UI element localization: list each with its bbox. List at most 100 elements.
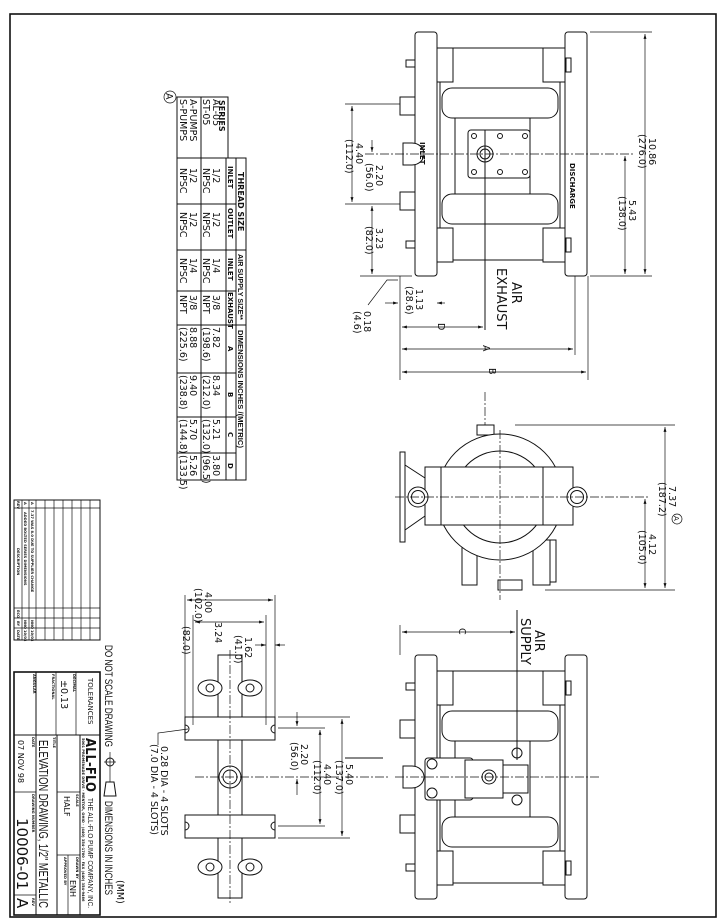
by-header: BY xyxy=(16,621,20,627)
table-cell-c: 5.21 xyxy=(210,419,221,440)
rev-by: NNO xyxy=(30,620,34,629)
discharge-label: DISCHARGE xyxy=(568,163,576,209)
rev-value: A xyxy=(23,502,27,505)
dim-base-width-metric: (102.0) xyxy=(192,588,203,623)
header-outlet: OUTLET xyxy=(226,208,234,239)
dim-foot-span-metric: (112.0) xyxy=(311,760,322,795)
eco-header: ECO xyxy=(16,610,20,618)
dim-center-height-metric: (105.0) xyxy=(636,530,647,565)
side-elevation-view: 7.37 (187.2) A 4.12 (105.0) xyxy=(395,392,683,600)
header-inlet: INLET xyxy=(226,166,234,189)
table-cell-b: (238.8) xyxy=(177,375,188,410)
dim-half-width: 1.62 xyxy=(242,637,253,658)
rev-value: A xyxy=(30,502,34,505)
company-address: 5001 PROMENADE DRIVE · MENTOR, OHIO · (4… xyxy=(81,738,85,902)
table-cell-exhaust: 3/8 xyxy=(210,295,221,310)
table-cell-a: (198.6) xyxy=(200,327,211,362)
table-cell-exhaust: 3/8 xyxy=(187,295,198,310)
dim-gap-metric: (4.6) xyxy=(351,311,362,334)
dim-slot-span-metric: (82.0) xyxy=(180,626,191,655)
table-cell-series: S-PUMPS xyxy=(177,99,188,141)
header-series: SERIES xyxy=(217,100,226,132)
diaphragm-chamber xyxy=(441,193,559,225)
drawn-by-label: DRAWN BY xyxy=(75,857,79,879)
slots-note: 0.28 DIA - 4 SLOTS xyxy=(158,746,169,836)
dim-half: 5.43 xyxy=(626,200,637,221)
header-a: A xyxy=(226,346,234,352)
table-cell-inlet: 1/2 xyxy=(210,168,221,183)
drawing-number-label: DRAWING NUMBER xyxy=(31,794,35,833)
drawn-by-value: ENH xyxy=(68,880,77,897)
table-cell-exhaust: NPT xyxy=(200,295,211,314)
date-header: DATE xyxy=(16,630,20,641)
dim-slot-span: 3.24 xyxy=(212,622,223,643)
do-not-scale-note: DO NOT SCALE DRAWING xyxy=(102,645,114,747)
table-cell-series: ST-05 xyxy=(200,99,211,125)
table-cell-series: AL-05 xyxy=(210,99,221,126)
table-cell-b: 8.34 xyxy=(210,375,221,396)
rev-marker-circle-icon xyxy=(671,513,683,525)
diaphragm-chamber xyxy=(441,87,559,119)
header-exhaust: EXHAUST xyxy=(226,292,234,329)
table-cell-inlet: 1/2 xyxy=(187,168,198,183)
drawing-date: 07 NOV 98 xyxy=(16,740,25,783)
top-view-center-plate xyxy=(467,129,531,179)
header-c: C xyxy=(226,432,234,437)
table-cell-b: (212.0) xyxy=(200,375,211,410)
table-cell-inlet: NPSC xyxy=(177,168,188,194)
header-thread-size: THREAD SIZE xyxy=(236,172,245,231)
dim-b: B xyxy=(486,368,497,375)
title-label: TITLE xyxy=(52,737,56,749)
dim-half-metric: (138.0) xyxy=(616,196,627,231)
inlet-label: INLET xyxy=(418,142,426,165)
rev-description: 7.37 WAS 8.0 DUE TO SUPPLIER CHANGE xyxy=(30,510,34,593)
top-view-dimensions xyxy=(345,31,652,380)
drawing-number: 10006-01 xyxy=(13,818,31,890)
title-block: TOLERANCES DECIMAL ±0.13 FRACTIONAL ANGU… xyxy=(13,671,101,916)
sheet-border xyxy=(9,13,717,918)
dim-inlet-span: 4.40 xyxy=(353,143,364,164)
air-exhaust-label: EXHAUST xyxy=(493,268,508,330)
decimal-label: DECIMAL xyxy=(72,674,76,693)
rev-by: NNO xyxy=(23,620,27,629)
table-cell-air-inlet: 1/4 xyxy=(210,258,221,273)
rev-marker: A xyxy=(672,516,680,521)
drawing-title: ELEVATION DRAWING, 1/2" METALLIC xyxy=(36,740,51,908)
rev-header: REV xyxy=(16,501,20,509)
table-cell-series: A-PUMPS xyxy=(187,99,198,141)
rev-label: REV xyxy=(31,898,35,906)
dim-overall: 10.86 xyxy=(646,138,657,165)
dim-base-width: 4.00 xyxy=(202,592,213,613)
company-name: THE ALL-FLO PUMP COMPANY, INC. xyxy=(86,798,93,908)
date-label: DATE xyxy=(31,737,35,748)
revision-block: REV DESCRIPTION ECO BY DATE A ADDED BOLT… xyxy=(13,499,101,642)
dim-inlet-span-metric: (112.0) xyxy=(343,139,354,174)
dim-foot-overall: 5.40 xyxy=(343,764,354,785)
rev-value: A xyxy=(13,898,31,909)
table-cell-outlet: 1/2 xyxy=(210,212,221,227)
dim-foot-half: 2.20 xyxy=(298,744,309,765)
dim-d: D xyxy=(435,323,446,330)
dim-gap: 0.18 xyxy=(361,311,372,332)
rev-description: ADDED BOLTED SERIES DIMENSIONS xyxy=(23,512,27,586)
table-frame xyxy=(176,157,247,481)
dim-center-height: 4.12 xyxy=(646,534,657,555)
header-b: B xyxy=(226,392,234,397)
table-cell-d: (96.5) xyxy=(200,455,211,484)
scale-label: SCALE xyxy=(75,794,79,807)
units-metric-note: (MM) xyxy=(114,880,125,904)
air-exhaust-label: AIR xyxy=(508,282,523,304)
dim-a: A xyxy=(480,345,491,352)
table-cell-inlet: NPSC xyxy=(200,168,211,194)
tolerances-label: TOLERANCES xyxy=(86,677,94,725)
air-supply-label: SUPPLY xyxy=(517,618,532,665)
rev-date: 10/03 xyxy=(30,630,34,642)
table-cell-d: 5.26 xyxy=(187,455,198,476)
description-header: DESCRIPTION xyxy=(16,548,20,575)
dim-height-metric: (187.2) xyxy=(656,482,667,517)
front-view-details: C AIR SUPPLY xyxy=(345,610,600,806)
dim-height: 7.37 xyxy=(666,486,677,507)
angular-label: ANGULAR xyxy=(32,674,36,694)
projection-cone-icon xyxy=(103,781,117,797)
